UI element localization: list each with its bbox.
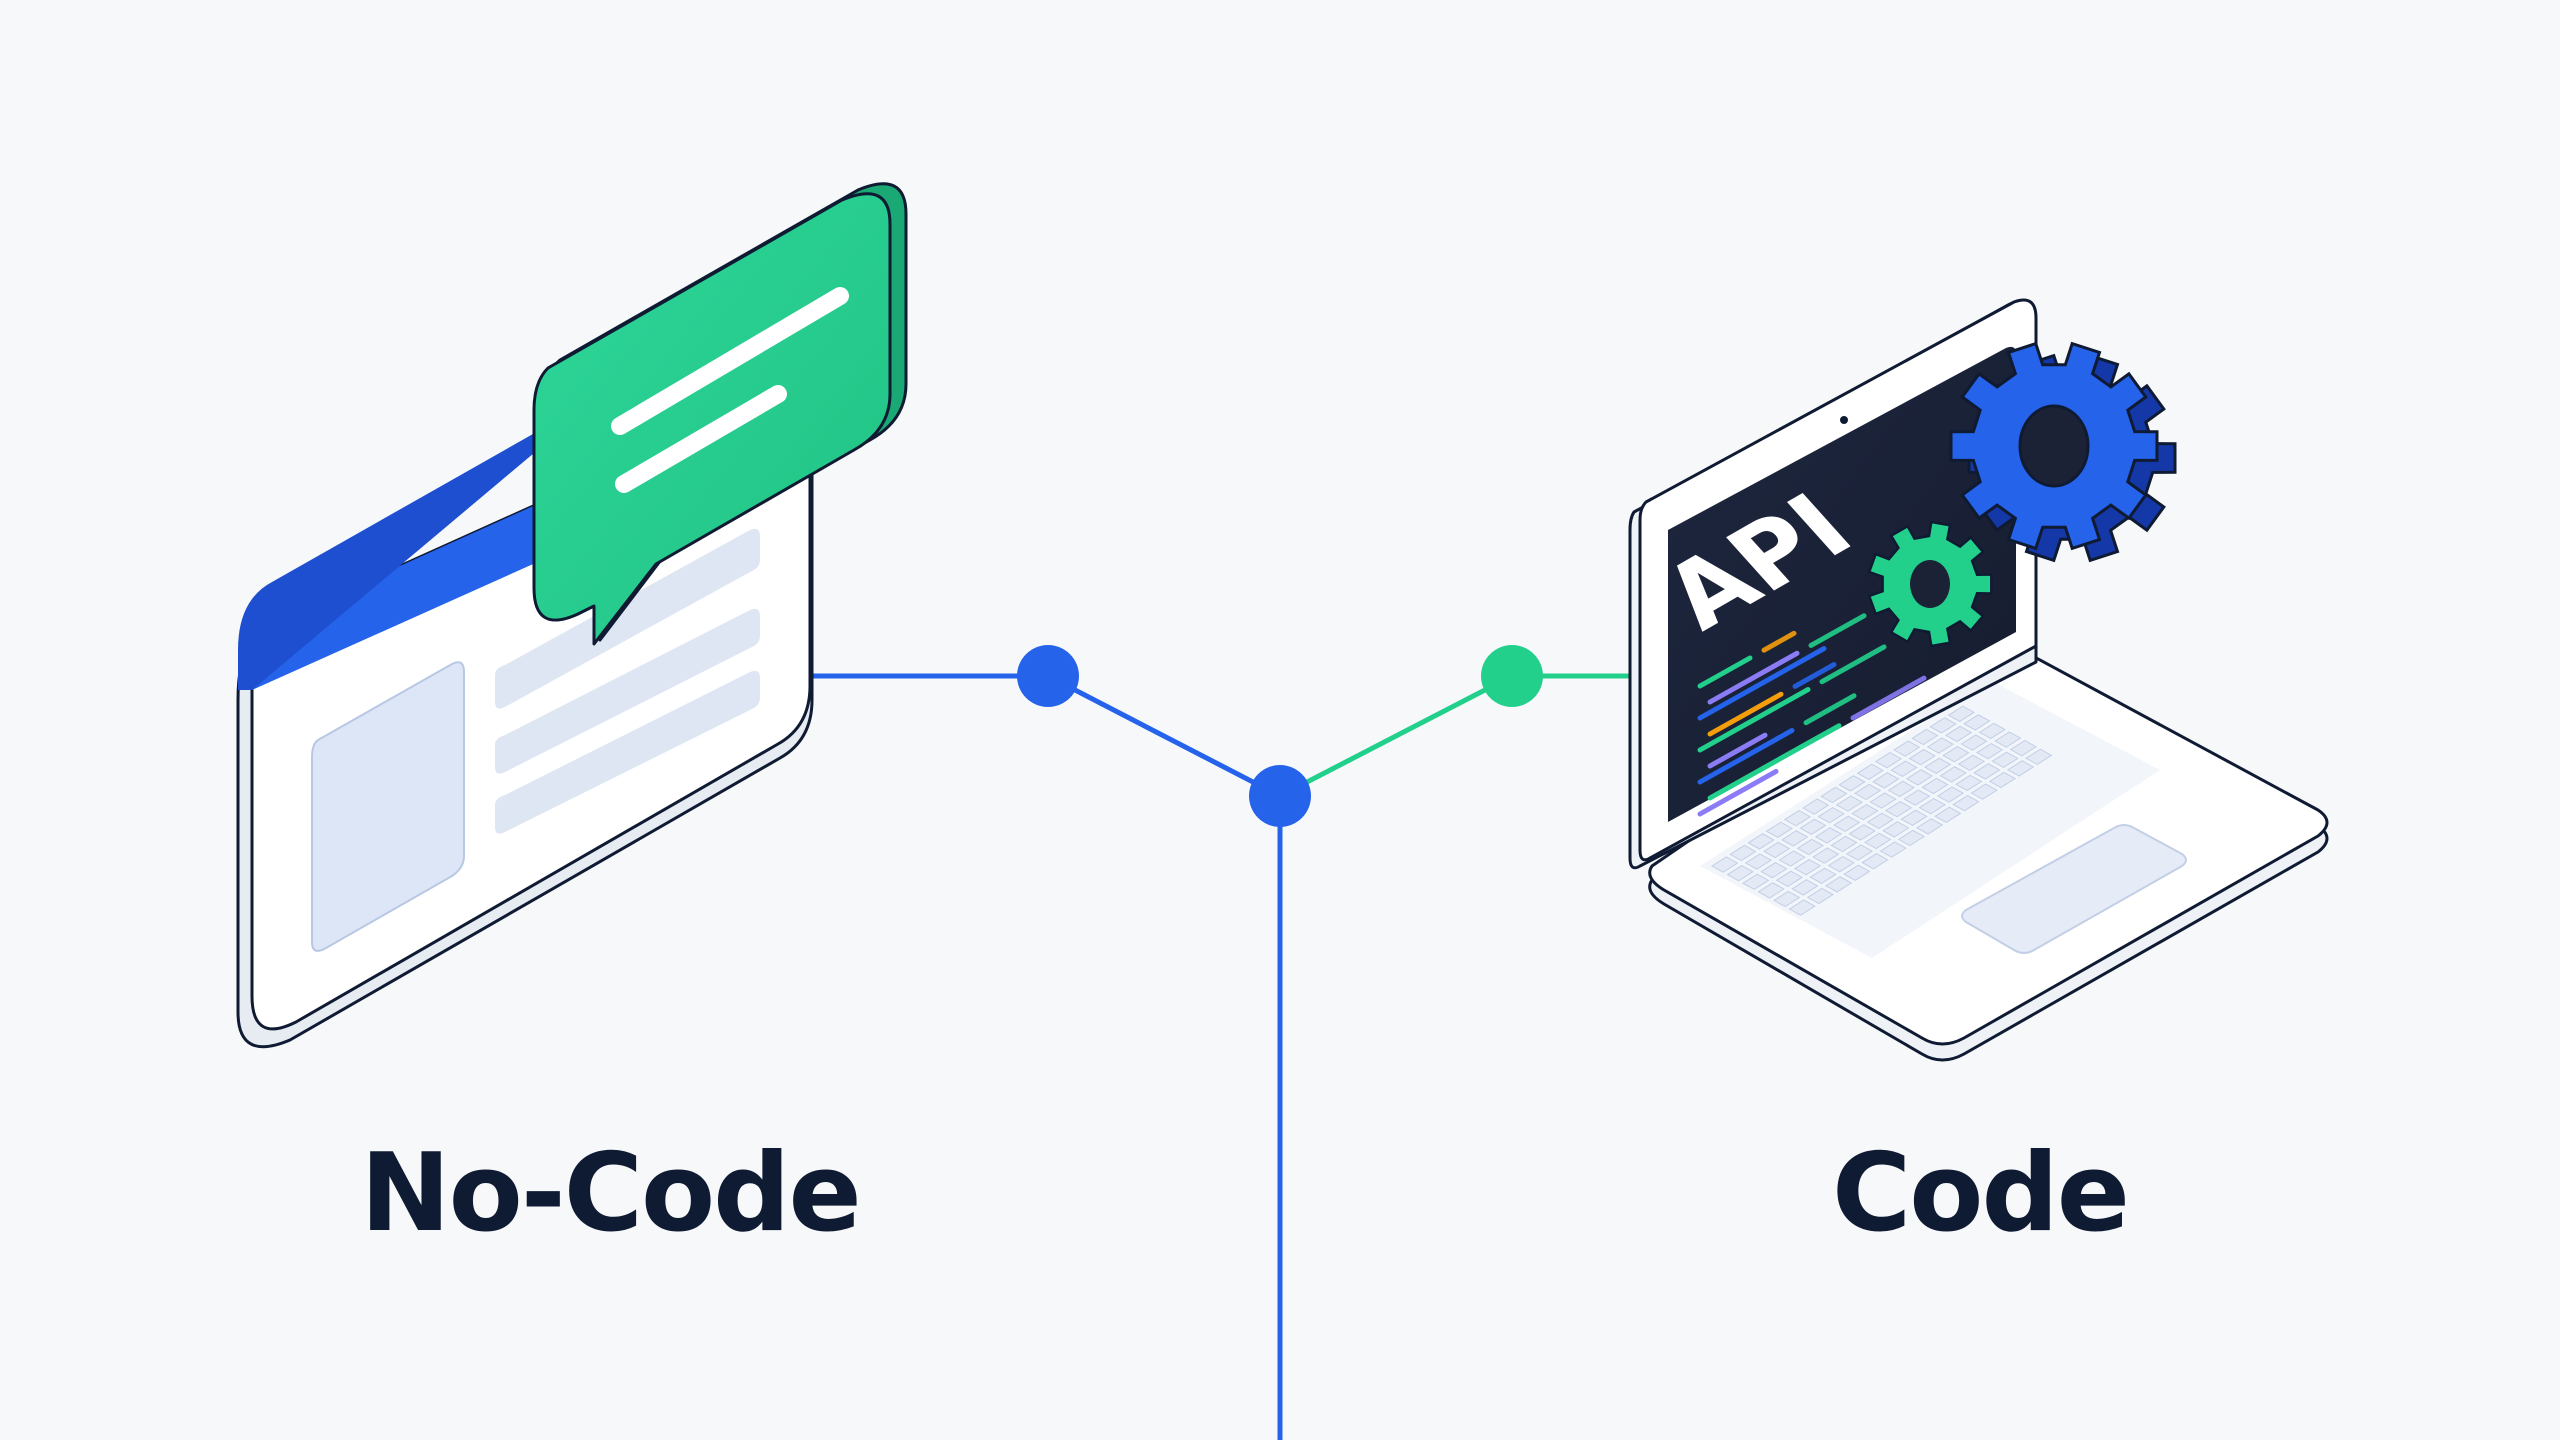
- node-right: [1481, 645, 1543, 707]
- webcam: [1840, 416, 1848, 424]
- gear-small: [1867, 520, 1993, 648]
- laptop-screen: [1668, 346, 2016, 822]
- text-line-3: [495, 670, 760, 834]
- node-left: [1017, 645, 1079, 707]
- gear-icon: [1867, 341, 2177, 648]
- connector-lines: [809, 645, 1631, 1440]
- label-no-code: No-Code: [360, 1131, 861, 1256]
- keyboard-keys: [1711, 705, 2053, 916]
- label-code: Code: [1831, 1131, 2130, 1256]
- image-placeholder: [311, 661, 465, 952]
- chat-bubble-icon: [532, 182, 908, 646]
- connector-right: [1277, 673, 1631, 799]
- laptop-icon: API: [1628, 298, 2329, 1062]
- bubble-line-2: [615, 385, 787, 493]
- bubble-line-1: [611, 287, 849, 435]
- code-lines: [1697, 613, 1927, 817]
- gear-large: [1949, 341, 2177, 563]
- text-line-1: [495, 528, 760, 709]
- text-line-2: [495, 608, 760, 774]
- trackpad: [1961, 824, 2187, 954]
- node-center: [1249, 765, 1311, 827]
